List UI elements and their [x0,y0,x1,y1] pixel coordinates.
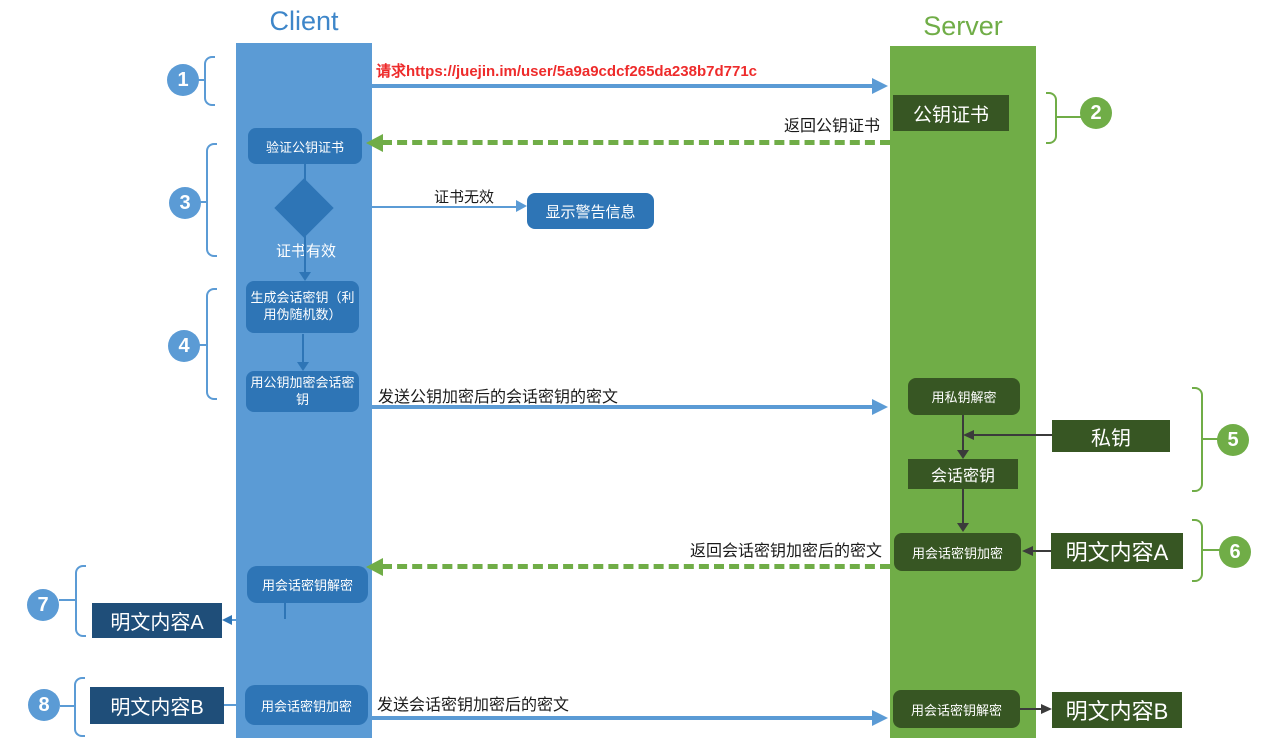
client-plaintext-b-node: 明文内容B [90,687,224,724]
send-ciphertext-arrow-head [872,710,888,726]
step-1-bracket [204,56,215,106]
step-6-badge: 6 [1219,536,1251,568]
decrypt-elbow-arrow-head [222,615,232,625]
client-title: Client [269,6,339,36]
plaina-to-encrypt-arrow-head [1022,546,1033,556]
plaina-to-encrypt-line [1032,550,1052,552]
request-url-label: 请求https://juejin.im/user/5a9a9cdcf265da2… [376,63,757,80]
decrypt-to-plainb-arrow-head [1041,704,1052,714]
plainb-to-encrypt-line [224,704,237,706]
invalid-branch-line [334,206,518,208]
return-cert-label: 返回公钥证书 [783,118,880,135]
request-arrow-head [872,78,888,94]
public-key-cert-node: 公钥证书 [893,95,1009,131]
genkey-to-encrypt-line [302,334,304,364]
step-6-bracket-stub [1203,549,1220,551]
step-5-bracket [1192,387,1203,492]
step-8-bracket [74,677,85,737]
privkey-line [974,434,1052,436]
sesskey-to-encrypt-line [962,489,964,525]
send-ciphertext-label: 发送会话密钥加密后的密文 [377,697,570,714]
step-4-badge: 4 [168,330,200,362]
send-session-key-arrow-line [372,405,874,409]
cert-valid-label: 证书有效 [260,240,352,261]
step-7-bracket-stub [59,599,76,601]
server-plaintext-b-node: 明文内容B [1052,692,1182,728]
step-3-badge: 3 [169,187,201,219]
step-8-bracket-stub [60,705,75,707]
server-decrypt-session-node: 用会话密钥解密 [893,690,1020,728]
step-7-bracket [75,565,86,637]
server-encrypt-session-node: 用会话密钥加密 [894,533,1021,571]
return-cert-arrow-head [366,134,383,152]
step-2-bracket-stub [1057,116,1081,118]
decrypt-elbow-hline [230,619,286,621]
step-1-bracket-stub [196,79,206,81]
step-4-bracket-stub [197,344,207,346]
step-2-badge: 2 [1080,97,1112,129]
send-ciphertext-arrow-line [372,716,874,720]
server-plaintext-a-node: 明文内容A [1051,533,1183,569]
encrypt-session-key-node: 用公钥加密会话密钥 [246,371,359,412]
diamond-to-genkey-arrow-head [299,272,311,281]
send-session-key-arrow-head [872,399,888,415]
private-key-node: 私钥 [1052,420,1170,452]
return-ciphertext-arrow-head [366,558,383,576]
return-cert-arrow-line [382,140,890,145]
diamond-to-genkey-line [304,236,306,274]
step-8-badge: 8 [28,689,60,721]
privkey-arrow-head [963,430,974,440]
verify-to-diamond-line [304,164,306,186]
invalid-branch-arrow-head [516,200,527,212]
client-encrypt-session-node: 用会话密钥加密 [245,685,368,725]
return-ciphertext-arrow-line [382,564,890,569]
cert-invalid-label: 证书无效 [434,189,495,206]
step-3-bracket-stub [198,201,208,203]
privdecrypt-to-sesskey-arrow-head [957,450,969,459]
verify-cert-node: 验证公钥证书 [248,128,362,164]
generate-session-key-node: 生成会话密钥（利用伪随机数） [246,281,359,333]
sesskey-to-encrypt-arrow-head [957,523,969,532]
step-5-bracket-stub [1203,438,1218,440]
step-7-badge: 7 [27,589,59,621]
session-key-node: 会话密钥 [908,459,1018,489]
step-2-bracket [1046,92,1057,144]
request-arrow-line [372,84,874,88]
step-5-badge: 5 [1217,424,1249,456]
genkey-to-encrypt-arrow-head [297,362,309,371]
return-ciphertext-label: 返回会话密钥加密后的密文 [689,543,882,560]
step-1-badge: 1 [167,64,199,96]
decrypt-to-plainb-line [1020,708,1042,710]
client-decrypt-session-node: 用会话密钥解密 [247,566,368,603]
plainb-to-encrypt-arrow-head [236,699,246,709]
server-title: Server [923,11,1003,41]
client-plaintext-a-node: 明文内容A [92,603,222,638]
step-6-bracket [1192,519,1203,582]
step-4-bracket [206,288,217,400]
server-decrypt-private-node: 用私钥解密 [908,378,1020,415]
decrypt-elbow-vline [284,603,286,621]
step-3-bracket [206,143,217,257]
send-session-key-label: 发送公钥加密后的会话密钥的密文 [378,389,619,406]
show-warning-node: 显示警告信息 [527,193,654,229]
